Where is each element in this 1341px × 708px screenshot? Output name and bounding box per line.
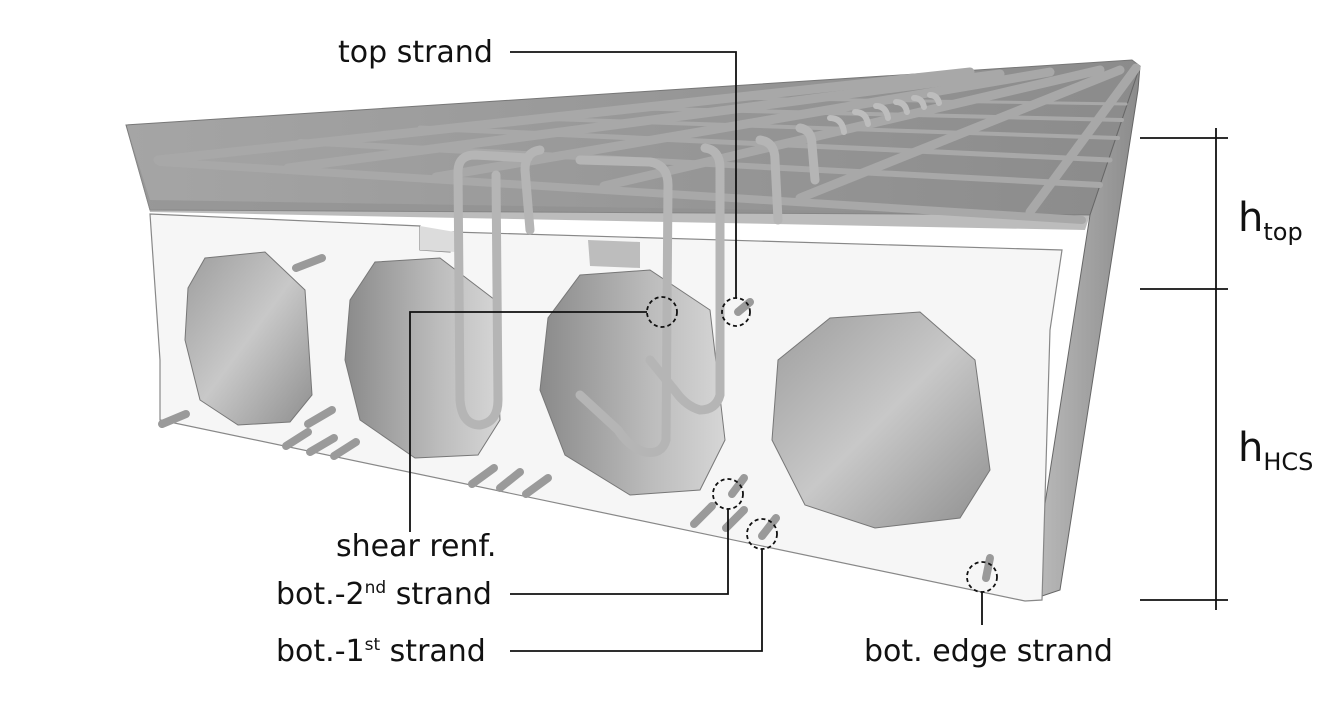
shear-loop-3 (645, 143, 725, 415)
strand (282, 428, 312, 450)
label-bot2-prefix: bot.-2 (276, 577, 365, 612)
leader-shear-renf (409, 311, 647, 532)
label-bot2-suffix: strand (386, 577, 492, 612)
shear-hooks-far (827, 92, 942, 135)
strand (758, 514, 780, 540)
void-3 (539, 269, 726, 496)
strand (690, 502, 716, 528)
trans-bar-1 (156, 158, 1086, 224)
void-1 (184, 251, 313, 426)
leader-bot1 (510, 549, 763, 652)
dim-h-top-main: h (1238, 195, 1264, 241)
trans-bar-2 (297, 139, 1103, 188)
strand (982, 554, 994, 582)
label-bot-edge-strand: bot. edge strand (864, 634, 1113, 669)
marker-shear-renf (646, 296, 678, 328)
strand (522, 474, 552, 498)
label-bot1-suffix: strand (380, 634, 486, 669)
label-top-strand: top strand (338, 35, 493, 70)
shear-loop-2 (575, 155, 673, 457)
leader-top-strand (510, 51, 737, 298)
label-bot1-strand: bot.-1st strand (276, 637, 486, 667)
hcs-key-mid (588, 240, 640, 268)
label-bot2-strand: bot.-2nd strand (276, 580, 492, 610)
label-bot1-prefix: bot.-1 (276, 634, 365, 669)
strand (330, 438, 360, 460)
hcs-key-left (420, 226, 455, 252)
dim-h-hcs-main: h (1238, 425, 1264, 471)
top-bar-6 (1025, 63, 1141, 217)
shear-reinforcement (453, 123, 820, 457)
label-bot2-sup: nd (364, 578, 387, 598)
shear-loop-5 (755, 135, 783, 225)
strand (496, 468, 524, 492)
top-mesh (153, 63, 1141, 224)
strand (304, 406, 336, 428)
strand (728, 474, 748, 498)
strand (306, 434, 338, 456)
dim-label-h-hcs: hHCS (1238, 425, 1313, 474)
top-bar-1 (153, 67, 975, 165)
strand (292, 254, 326, 272)
label-bot1-sup: st (364, 635, 381, 655)
dim-label-h-top: htop (1238, 195, 1303, 244)
trans-bar-4 (518, 116, 1120, 140)
leader-lines (409, 51, 983, 652)
void-4 (771, 311, 991, 529)
trans-bar-5 (618, 106, 1124, 122)
strand (722, 506, 748, 532)
strands (158, 254, 994, 582)
strand (468, 464, 498, 488)
shear-loop-4 (520, 145, 545, 235)
dimension-lines (1140, 128, 1228, 610)
dim-h-top-sub: top (1263, 218, 1303, 246)
leader-bot2 (510, 509, 729, 595)
shear-loop-6 (795, 123, 820, 185)
dim-h-hcs-sub: HCS (1263, 448, 1314, 476)
strand (158, 410, 190, 428)
shear-loop-1 (453, 150, 533, 430)
topping-front-face (126, 125, 1090, 230)
label-shear-renf: shear renf. (336, 529, 497, 564)
